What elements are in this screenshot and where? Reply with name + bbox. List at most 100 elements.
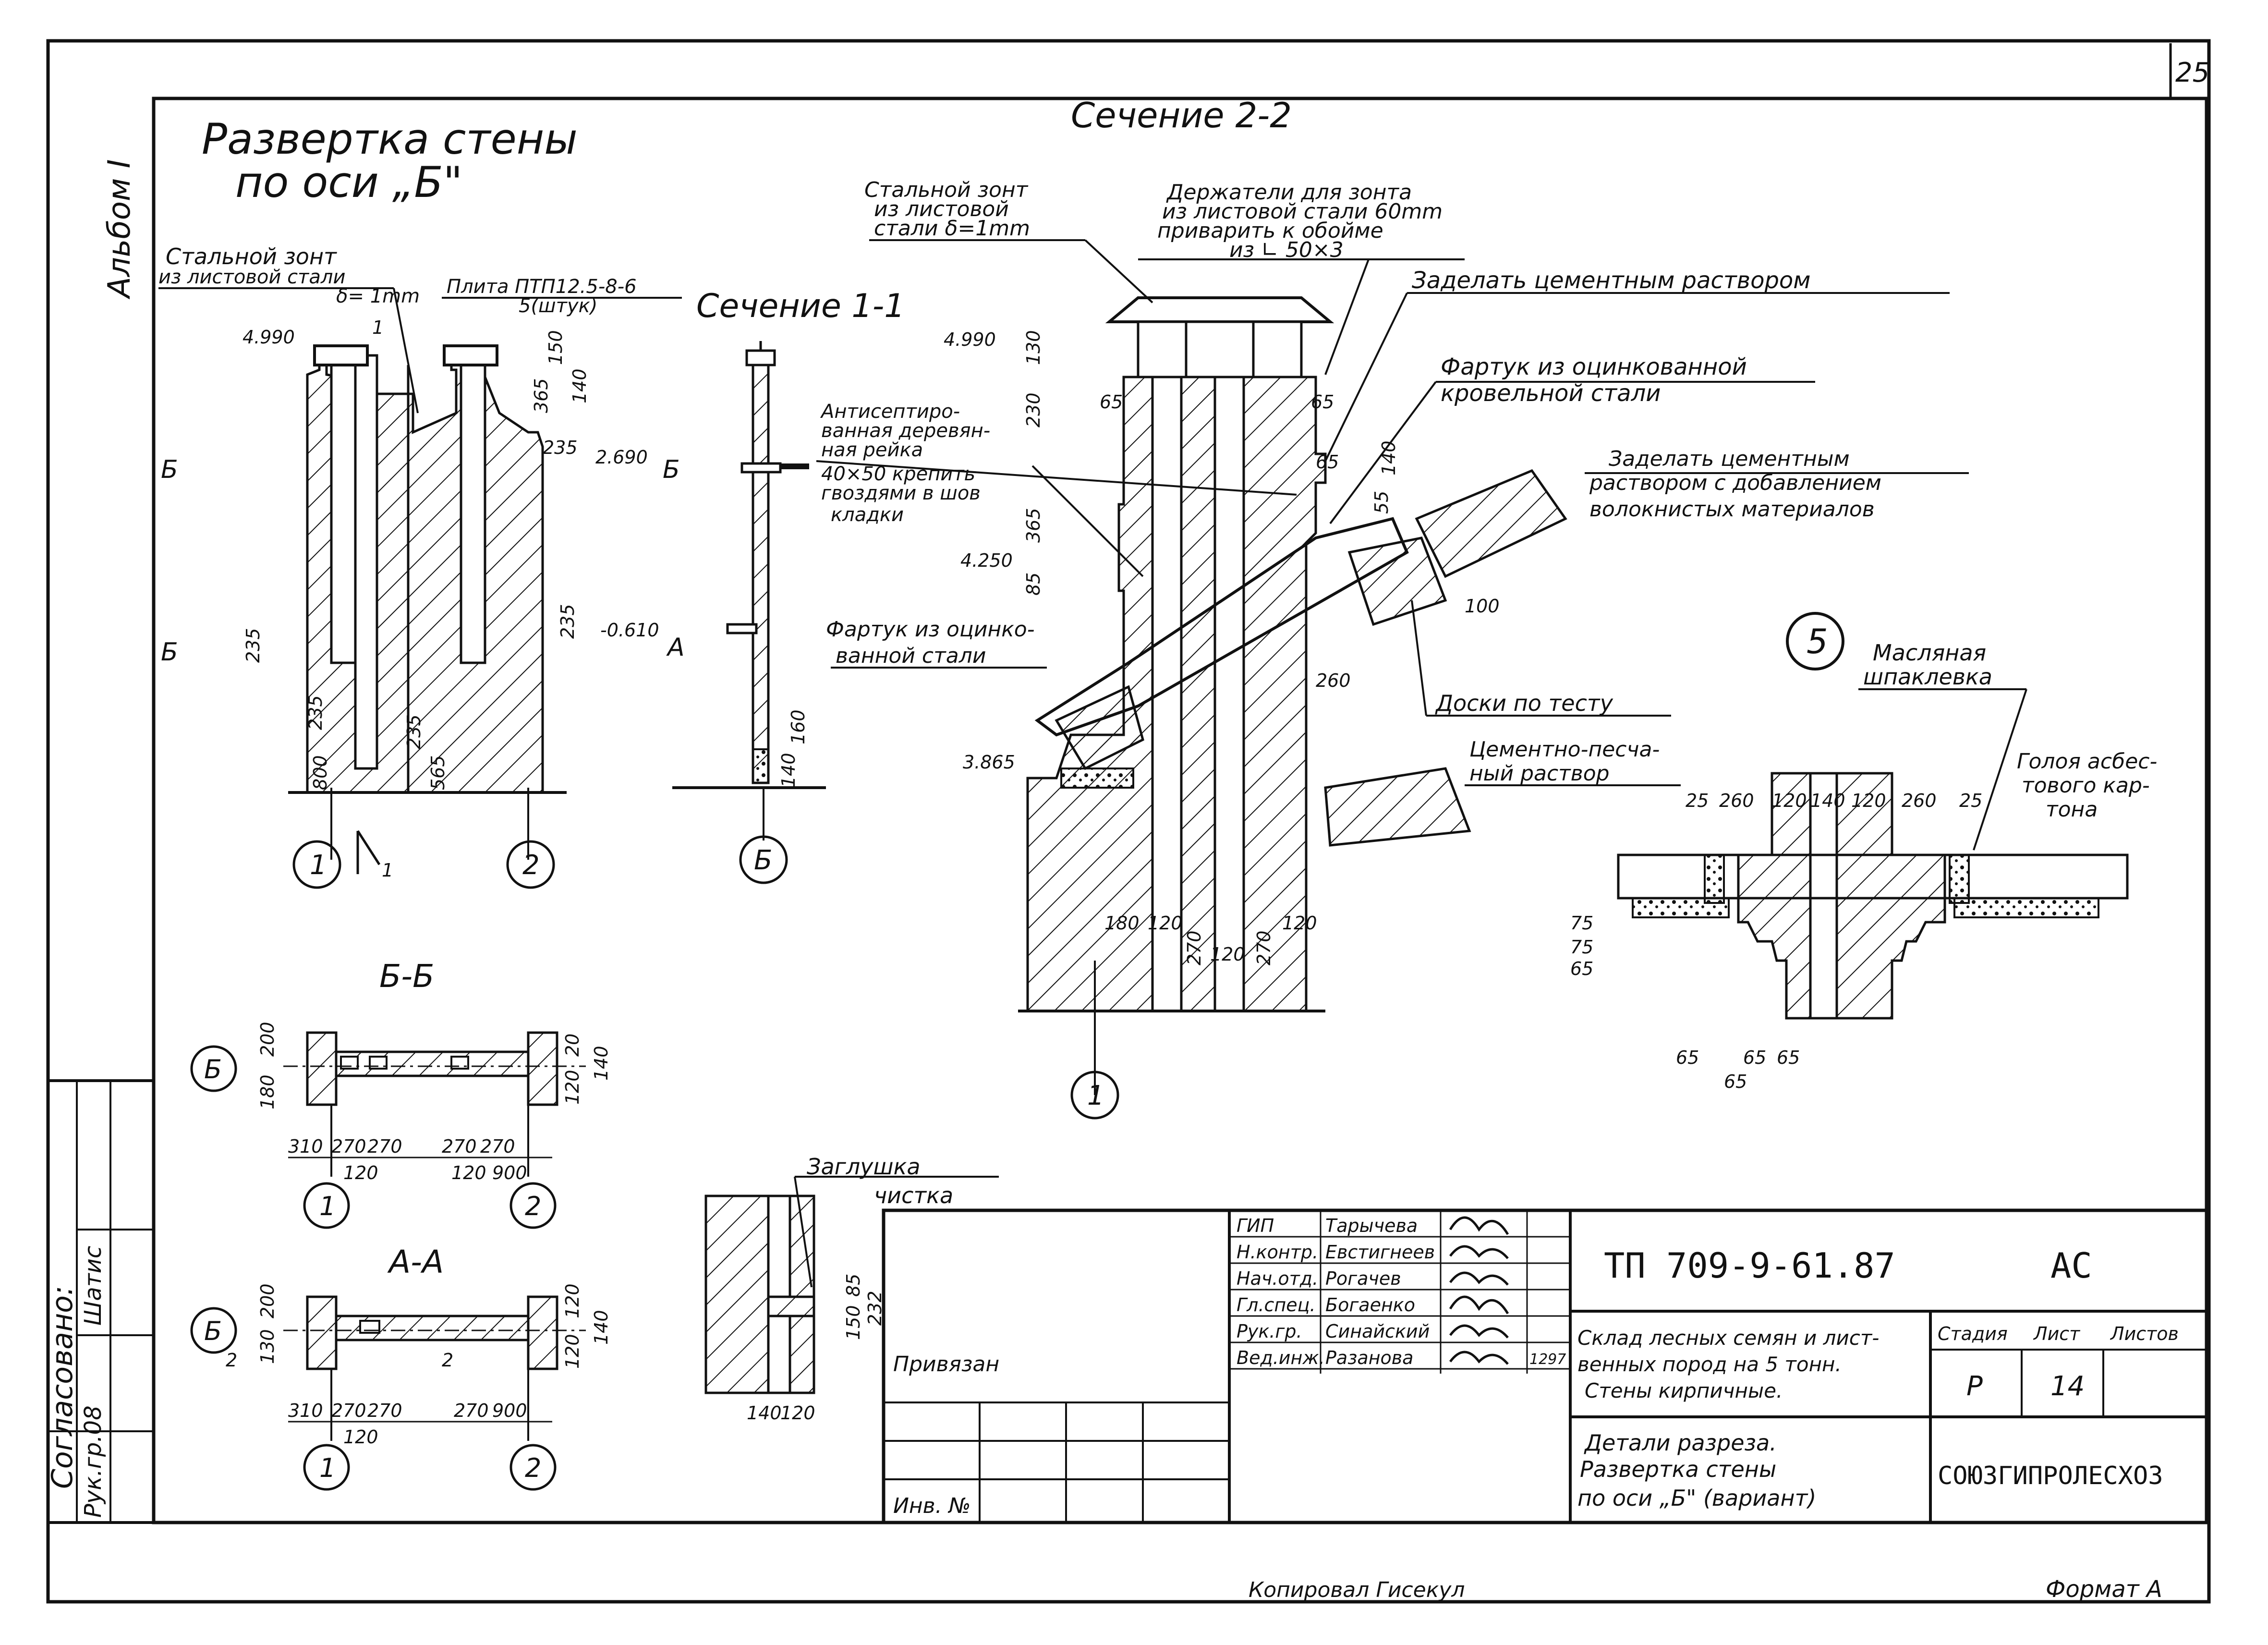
approved-row-2: Рук.гр.08	[80, 1405, 107, 1518]
plug-dim-140: 140	[747, 1402, 782, 1424]
dim-140-b: 140	[778, 753, 799, 788]
dim-100: 100	[1465, 596, 1500, 617]
dim-365-a: 365	[531, 378, 552, 413]
bb-dim-900: 900	[492, 1162, 527, 1183]
svg-text:из ∟ 50×3: из ∟ 50×3	[1229, 238, 1344, 262]
aa-dim-120-r: 120	[562, 1283, 583, 1318]
project-title-2: венных пород на 5 тонн.	[1577, 1353, 1842, 1376]
note-holders: Держатели для зонта из листовой стали 60…	[1138, 180, 1465, 375]
dim-235-b: 235	[243, 628, 264, 663]
stamp-inv: Инв. №	[893, 1494, 970, 1518]
svg-text:Б: Б	[754, 845, 772, 876]
drawing-title-3: по оси „Б" (вариант)	[1577, 1485, 1816, 1511]
level-4990-a: 4.990	[243, 327, 295, 348]
svg-text:кладки: кладки	[831, 504, 904, 526]
axis-bubble-b-bb: Б	[190, 1045, 237, 1092]
bb-dim-20: 20	[562, 1034, 583, 1057]
note-cement-sand: Цементно-песча- ный раствор	[1465, 737, 1681, 786]
dim-140-a: 140	[569, 368, 590, 403]
stamp-name-1: Евстигнеев	[1325, 1242, 1435, 1263]
axis-b-mark-right: Б	[663, 455, 680, 484]
level-4990-b: 4.990	[944, 329, 996, 350]
d5-dim-65-d: 65	[1777, 1047, 1800, 1068]
stamp-org: СОЮЗГИПРОЛЕСХОЗ	[1938, 1462, 2163, 1490]
stamp-role-2: Нач.отд.	[1237, 1268, 1318, 1289]
stamp-code: ТП 709-9-61.87	[1604, 1245, 1895, 1286]
svg-text:чистка: чистка	[874, 1182, 953, 1208]
project-title-3: Стены кирпичные.	[1585, 1379, 1783, 1402]
svg-text:Фартук из оцинко-: Фартук из оцинко-	[826, 617, 1035, 642]
svg-text:1: 1	[319, 1191, 336, 1221]
svg-text:2: 2	[522, 850, 540, 881]
svg-text:шпаклевка: шпаклевка	[1863, 664, 1992, 690]
aa-dim-2-b: 2	[442, 1350, 453, 1371]
axis-bubble-2-aa: 2	[509, 1444, 557, 1491]
approved-label: Согласовано:	[46, 1286, 79, 1489]
axis-bubble-b-section: Б	[739, 835, 788, 884]
dim-800: 800	[310, 755, 331, 790]
aa-dim-120-r2: 120	[562, 1334, 583, 1369]
d5-dim-25-b: 25	[1959, 790, 1982, 811]
cut-mark-1-b: 1	[382, 860, 393, 881]
svg-text:2: 2	[525, 1191, 541, 1221]
aa-dim-120: 120	[343, 1426, 378, 1448]
dim-150-a: 150	[545, 330, 566, 365]
svg-text:Цементно-песча-: Цементно-песча-	[1469, 737, 1660, 762]
aa-dim-270-c: 270	[454, 1400, 489, 1421]
axis-bubble-1: 1	[292, 840, 341, 889]
page-number: 25	[2175, 57, 2209, 88]
svg-text:волокнистых материалов: волокнистых материалов	[1589, 497, 1875, 522]
section-aa-title: А-А	[387, 1243, 444, 1280]
axis-bubble-b-aa: Б	[190, 1307, 237, 1354]
note-plate: Плита ПТП12.5-8-6 5(штук)	[442, 276, 682, 317]
bb-dim-120-b: 120	[451, 1162, 486, 1183]
svg-text:ванная деревян-: ванная деревян-	[821, 420, 990, 442]
level-3865: 3.865	[963, 752, 1015, 773]
section-1-1-drawing	[672, 341, 826, 841]
stamp-stage: Р	[1966, 1371, 1983, 1402]
note-oil-putty: Масляная шпаклевка	[1858, 640, 2027, 851]
note-plug: Заглушка чистка	[807, 1154, 953, 1208]
bb-dim-120-a: 120	[343, 1162, 378, 1183]
svg-text:1: 1	[319, 1453, 336, 1483]
section-2-2-drawing	[1018, 296, 1567, 1095]
svg-text:ванной стали: ванной стали	[836, 644, 986, 668]
note-apron-galv: Фартук из оцинкованной кровельной стали	[1329, 353, 1815, 524]
dim-160: 160	[788, 709, 809, 744]
d5-dim-75-a: 75	[1570, 913, 1593, 934]
bottom-format: Формат А	[2046, 1576, 2162, 1603]
dim-55: 55	[1371, 491, 1392, 514]
dim-565: 565	[427, 755, 449, 790]
svg-text:Заглушка: Заглушка	[807, 1154, 921, 1180]
detail-5-bubble: 5	[1786, 612, 1844, 670]
detail-5-drawing	[1617, 772, 2129, 1020]
stamp-role-0: ГИП	[1237, 1215, 1274, 1236]
dim-365-b: 365	[1023, 508, 1044, 543]
d5-dim-65-b: 65	[1676, 1047, 1699, 1068]
svg-text:Заделать цементным раствором: Заделать цементным раствором	[1412, 267, 1810, 294]
section-aa-drawing	[283, 1295, 586, 1441]
dim-235-e: 235	[403, 714, 424, 749]
svg-text:ная рейка: ная рейка	[821, 439, 923, 461]
svg-text:Антисептиро-: Антисептиро-	[820, 401, 960, 423]
level-2690: 2.690	[595, 447, 648, 468]
note-wood-lath: Антисептиро- ванная деревян- ная рейка 4…	[816, 401, 1297, 577]
d5-dim-65-e: 65	[1724, 1071, 1747, 1092]
stamp-name-4: Синайский	[1325, 1321, 1430, 1342]
axis-b-mark-left-2: Б	[161, 638, 178, 667]
axis-bubble-1-bb: 1	[303, 1182, 350, 1229]
svg-text:1: 1	[1087, 1080, 1104, 1111]
dim-120-b: 120	[1210, 944, 1245, 965]
d5-dim-25-a: 25	[1686, 790, 1709, 811]
dim-130: 130	[1023, 330, 1044, 365]
note-cement-fiber: Заделать цементным раствором с добавлени…	[1585, 447, 1969, 522]
title-block-grid	[882, 1208, 2208, 1524]
svg-text:гвоздями в шов: гвоздями в шов	[821, 482, 981, 504]
dim-65-c: 65	[1316, 451, 1339, 473]
drawing-title-1: Детали разреза.	[1584, 1430, 1777, 1456]
dim-120-c: 120	[1282, 913, 1317, 934]
svg-text:Фартук из оцинкованной: Фартук из оцинкованной	[1441, 353, 1747, 380]
bb-dim-310: 310	[288, 1136, 323, 1157]
dim-85-a: 85	[1023, 573, 1044, 596]
